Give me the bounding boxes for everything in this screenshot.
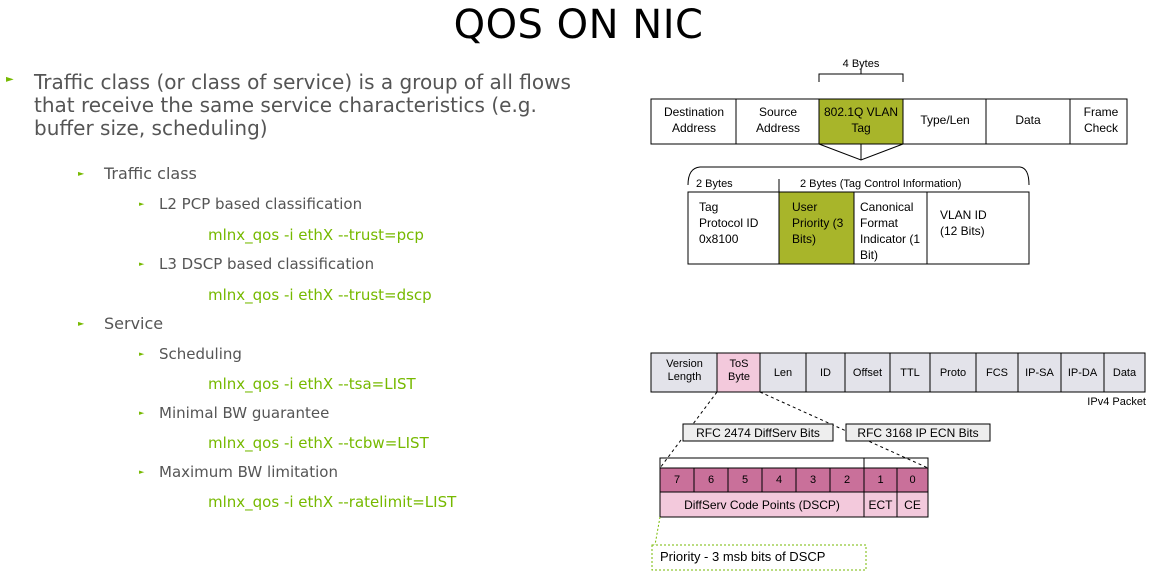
ecn-bits-label: RFC 3168 IP ECN Bits [857, 426, 979, 440]
ipv4-field-data: Data [1112, 367, 1137, 379]
frame-field-data: Data [1015, 113, 1041, 127]
diffserv-bits-label: RFC 2474 DiffServ Bits [696, 426, 820, 440]
tag-field-vlan-id: VLAN ID (12 Bits) [940, 208, 987, 238]
pcp-command: mlnx_qos -i ethX --trust=pcp [208, 226, 424, 244]
tag-right-label: 2 Bytes (Tag Control Information) [800, 178, 962, 190]
bit-cell: 6 [707, 474, 715, 486]
l3-dscp-bullet: L3 DSCP based classification [159, 255, 375, 273]
bullet-arrow-icon: ► [139, 468, 145, 476]
dscp-command: mlnx_qos -i ethX --trust=dscp [208, 286, 432, 304]
tcbw-command: mlnx_qos -i ethX --tcbw=LIST [208, 434, 429, 452]
tag-left-label: 2 Bytes [696, 178, 733, 190]
frame-field-src: Source Address [755, 105, 801, 135]
bit-cell: 3 [809, 474, 817, 486]
page-title: QOS ON NIC [453, 2, 704, 48]
min-bw-bullet: Minimal BW guarantee [159, 404, 330, 422]
tag-field-cfi: Canonical Format Indicator (1 Bit) [860, 200, 921, 262]
frame-field-dest: Destination Address [663, 105, 725, 135]
frame-field-check: Frame Check [1083, 105, 1119, 135]
ipv4-field-ipsa: IP-SA [1025, 367, 1054, 379]
scheduling-bullet: Scheduling [159, 345, 242, 363]
bit-cell: 7 [673, 474, 681, 486]
intro-bullet: Traffic class (or class of service) is a… [34, 70, 571, 140]
ipv4-field-tos: ToS Byte [727, 358, 750, 383]
ce-label: CE [904, 498, 921, 512]
ect-label: ECT [868, 498, 893, 512]
bullet-arrow-icon: ► [139, 350, 145, 358]
tsa-command: mlnx_qos -i ethX --tsa=LIST [208, 375, 416, 393]
ipv4-field-version: Version Length [666, 358, 703, 383]
bullet-arrow-icon: ► [139, 409, 145, 417]
ipv4-field-fcs: FCS [986, 367, 1008, 379]
four-bytes-label: 4 Bytes [842, 58, 880, 70]
ipv4-field-offset: Offset [852, 367, 883, 379]
bit-cell: 0 [909, 474, 916, 486]
bullet-arrow-icon: ► [139, 260, 145, 268]
ipv4-field-ttl: TTL [900, 367, 920, 379]
tag-field-tpid: Tag Protocol ID 0x8100 [699, 200, 759, 246]
bit-cell: 4 [775, 474, 783, 486]
bullet-arrow-icon: ► [78, 319, 85, 328]
traffic-class-bullet: Traffic class [104, 164, 197, 183]
bullet-arrow-icon: ► [6, 74, 14, 85]
bit-cell: 5 [741, 474, 749, 486]
ipv4-field-proto: Proto [939, 367, 967, 379]
bullet-arrow-icon: ► [139, 200, 145, 208]
frame-field-type: Type/Len [920, 113, 970, 127]
ratelimit-command: mlnx_qos -i ethX --ratelimit=LIST [208, 493, 457, 511]
bit-cell: 2 [843, 474, 851, 486]
priority-note: Priority - 3 msb bits of DSCP [660, 549, 826, 564]
frame-field-vlan: 802.1Q VLAN Tag [823, 105, 899, 135]
dscp-label: DiffServ Code Points (DSCP) [684, 498, 840, 512]
bit-cell: 1 [877, 474, 884, 486]
ipv4-field-id: ID [820, 367, 831, 379]
tag-field-priority: User Priority (3 Bits) [792, 200, 844, 246]
bullet-arrow-icon: ► [78, 169, 85, 178]
l2-pcp-bullet: L2 PCP based classification [159, 195, 363, 213]
ipv4-field-len: Len [773, 367, 793, 379]
ipv4-field-ipda: IP-DA [1067, 367, 1098, 379]
max-bw-bullet: Maximum BW limitation [159, 463, 338, 481]
service-bullet: Service [104, 314, 164, 333]
ipv4-caption: IPv4 Packet [1087, 396, 1146, 408]
